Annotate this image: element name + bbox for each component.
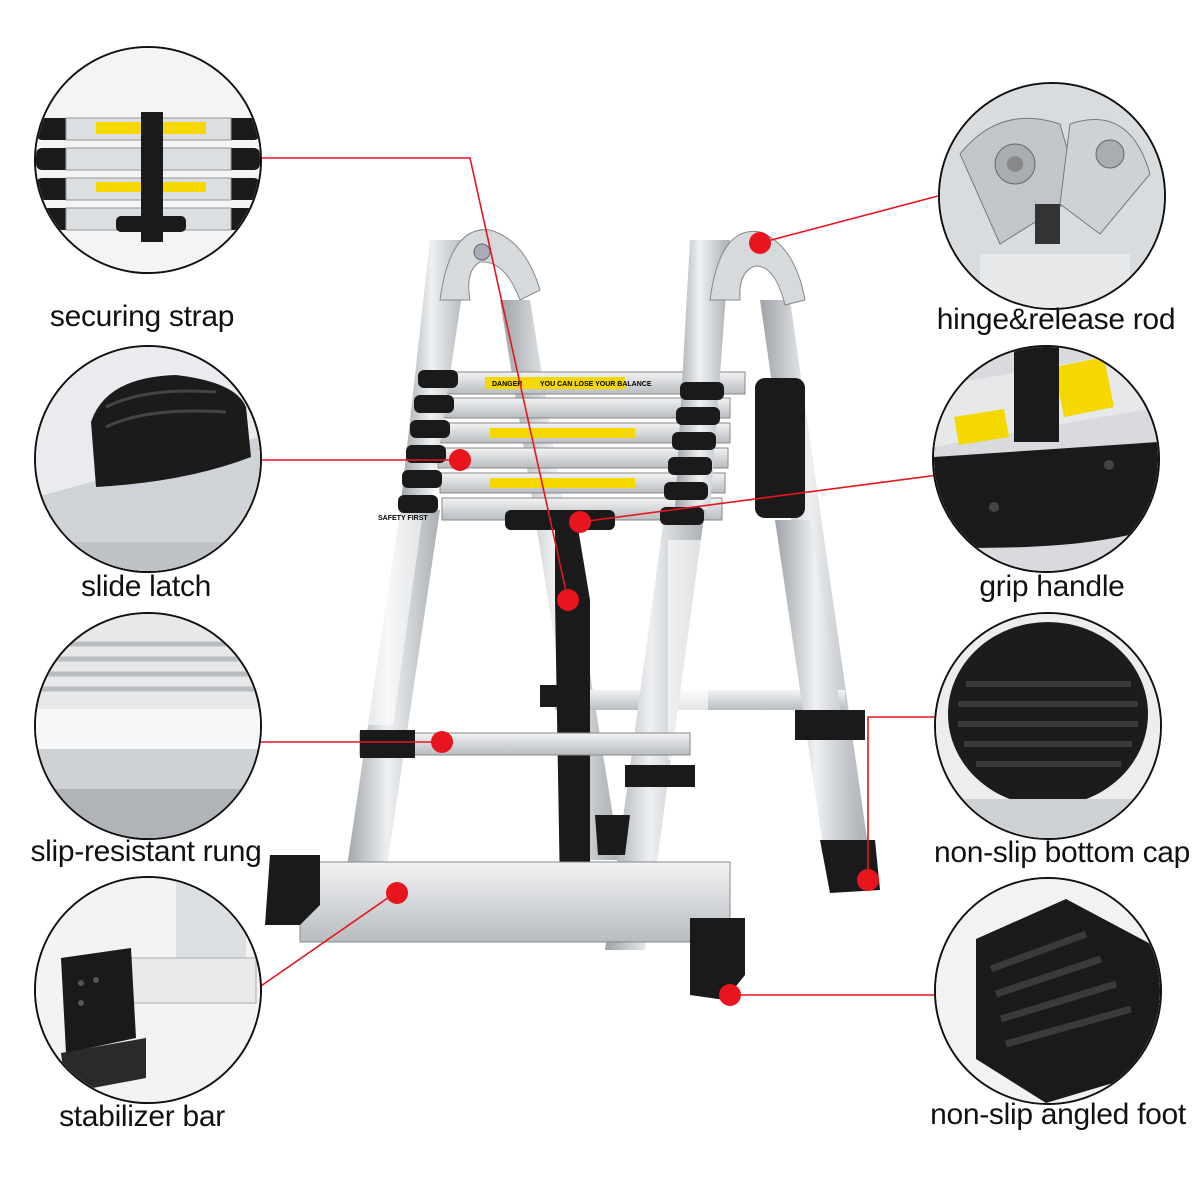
back-leg-right-lower (775, 520, 865, 860)
callout-lines (257, 157, 940, 996)
label-slip-resistant-rung: slip-resistant rung (30, 835, 262, 868)
slip-resistant-rung-detail (34, 612, 262, 840)
bottom-cap-rear (595, 815, 630, 855)
label-hinge-release-rod: hinge&release rod (936, 303, 1176, 336)
hinge-release-rod-detail (938, 82, 1166, 310)
slide-latch-detail (34, 345, 262, 573)
safety-first-text: SAFETY FIRST (378, 515, 428, 522)
non-slip-bottom-cap-detail (934, 612, 1162, 840)
foot-left (265, 855, 320, 925)
label-grip-handle: grip handle (979, 570, 1125, 603)
stabilizer-bar-detail (34, 876, 262, 1104)
securing-strap-detail (34, 46, 262, 274)
label-stabilizer-bar: stabilizer bar (59, 1100, 225, 1133)
slide-latch-collars (398, 370, 805, 525)
label-securing-strap: securing strap (49, 300, 235, 333)
label-non-slip-bottom-cap: non-slip bottom cap (933, 836, 1191, 869)
non-slip-angled-foot-detail (934, 877, 1162, 1105)
balance-warning-text: YOU CAN LOSE YOUR BALANCE (540, 381, 652, 388)
label-slide-latch: slide latch (80, 570, 212, 603)
grip-handle-detail (932, 345, 1160, 573)
foot-right (690, 918, 745, 1000)
front-leg-left: SAFETY FIRST (345, 240, 470, 880)
label-non-slip-angled-foot: non-slip angled foot (930, 1098, 1186, 1131)
stabilizer-bar-shape (299, 861, 731, 943)
callout-dots (386, 232, 879, 1006)
hinge-left (439, 229, 541, 301)
danger-text: DANGER (492, 381, 522, 388)
